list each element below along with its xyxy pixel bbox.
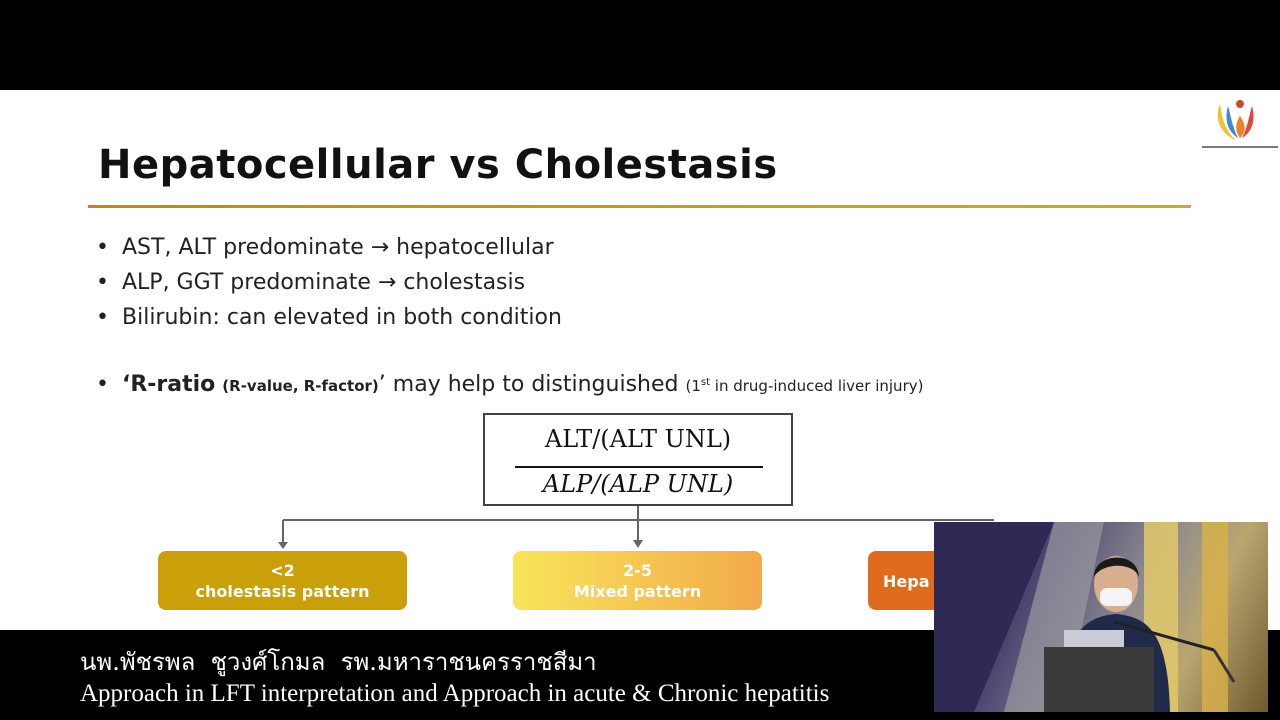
bullet-item: •AST, ALT predominate → hepatocellular (96, 235, 554, 260)
letterbox-top (0, 0, 1280, 90)
formula-denominator: ALP/(ALP UNL) (542, 470, 734, 498)
title-underline (88, 205, 1191, 208)
fraction-bar (515, 466, 763, 468)
pattern-box-mixed: 2-5 Mixed pattern (513, 551, 762, 610)
bullet-text: AST, ALT predominate → hepatocellular (122, 235, 554, 260)
r-ratio-aliases: (R-value, R-factor) (222, 377, 379, 395)
r-ratio-bullet: •‘R-ratio (R-value, R-factor)’ may help … (96, 372, 924, 397)
r-ratio-formula: ALT/(ALT UNL) ALP/(ALP UNL) (483, 413, 793, 506)
speaker-video-inset (934, 522, 1268, 712)
arrow-down-icon (278, 542, 288, 549)
bullet-item: •Bilirubin: can elevated in both conditi… (96, 305, 562, 330)
pattern-box-cholestasis: <2 cholestasis pattern (158, 551, 407, 610)
bullet-text: ALP, GGT predominate → cholestasis (122, 270, 526, 295)
presentation-slide: Hepatocellular vs Cholestasis •AST, ALT … (0, 90, 1280, 630)
bullet-text: Bilirubin: can elevated in both conditio… (122, 305, 562, 330)
bullet-item: •ALP, GGT predominate → cholestasis (96, 270, 526, 295)
r-ratio-term: ‘R-ratio (122, 372, 216, 397)
r-ratio-text: ’ may help to distinguished (378, 372, 679, 397)
r-ratio-note: (1st in drug-induced liver injury) (685, 377, 924, 395)
speaker-figure (934, 522, 1236, 712)
slide-title: Hepatocellular vs Cholestasis (98, 142, 778, 188)
formula-numerator: ALT/(ALT UNL) (544, 425, 732, 453)
bullet-list: •AST, ALT predominate → hepatocellular •… (96, 230, 562, 335)
flow-connectors (278, 506, 994, 549)
speaker-caption: นพ.พัชรพล ชูวงศ์โกมล รพ.มหาราชนครราชสีมา (80, 648, 597, 676)
arrow-down-icon (633, 540, 643, 548)
talk-title-caption: Approach in LFT interpretation and Appro… (80, 680, 830, 707)
organization-logo (1202, 100, 1278, 148)
